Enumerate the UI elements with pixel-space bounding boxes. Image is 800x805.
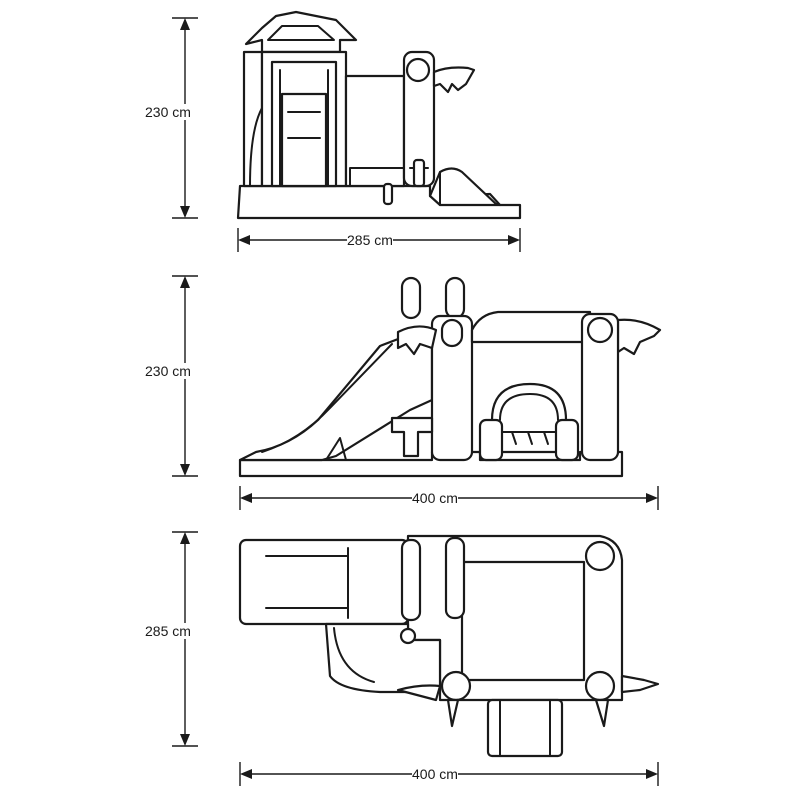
top-view-drawing — [172, 531, 660, 786]
side-view-height-label: 230 cm — [145, 104, 191, 120]
front-view-drawing — [172, 275, 662, 510]
front-view-height-label: 230 cm — [145, 363, 191, 379]
front-view-width-label: 400 cm — [412, 490, 458, 506]
side-view-width-label: 285 cm — [347, 232, 393, 248]
side-view-drawing — [172, 10, 522, 252]
top-view-width-label: 400 cm — [412, 766, 458, 782]
top-view-depth-label: 285 cm — [145, 623, 191, 639]
